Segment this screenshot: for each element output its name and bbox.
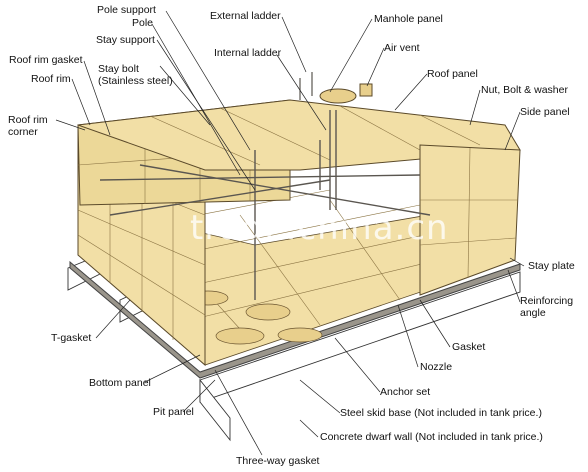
label-side-panel: Side panel: [520, 106, 570, 118]
label-manhole-panel: Manhole panel: [374, 13, 443, 25]
label-bottom-panel: Bottom panel: [89, 377, 151, 389]
label-external-ladder: External ladder: [210, 10, 281, 22]
right-wall-panels: [419, 147, 518, 279]
label-reinforcing-angle: Reinforcing angle: [520, 295, 574, 319]
label-internal-ladder: Internal ladder: [214, 47, 282, 59]
label-roof-rim-gasket: Roof rim gasket: [9, 54, 83, 66]
label-air-vent: Air vent: [384, 42, 420, 54]
manhole: [319, 88, 357, 104]
air-vent: [359, 83, 373, 97]
label-pole: Pole: [132, 17, 154, 29]
label-pole-support: Pole support: [97, 4, 156, 16]
label-gasket: Gasket: [452, 341, 486, 353]
label-concrete-dwarf-wall: Concrete dwarf wall (Not included in tan…: [320, 431, 543, 443]
external-ladder: [299, 72, 313, 100]
label-stay-support: Stay support: [96, 34, 155, 46]
label-stay-plate: Stay plate: [528, 260, 575, 272]
label-roof-rim: Roof rim: [31, 73, 71, 85]
internal-stays: [99, 110, 431, 300]
label-pit-panel: Pit panel: [153, 406, 194, 418]
label-stay-bolt: Stay bolt (Stainless steel): [98, 63, 173, 87]
label-t-gasket: T-gasket: [51, 332, 92, 344]
label-three-way-gasket: Three-way gasket: [236, 455, 320, 467]
steel-skid-base: [69, 260, 521, 379]
leader-lines: [55, 10, 525, 456]
label-nut-bolt-washer: Nut, Bolt & washer: [481, 84, 568, 96]
pit-panels: [187, 290, 323, 345]
label-nozzle: Nozzle: [420, 361, 453, 373]
label-roof-panel: Roof panel: [427, 68, 478, 80]
watermark: trade.china.cn: [190, 208, 449, 248]
label-steel-skid-base: Steel skid base (Not included in tank pr…: [340, 407, 542, 419]
roof-panels: [149, 105, 481, 166]
label-anchor-set: Anchor set: [380, 386, 431, 398]
label-roof-rim-corner: Roof rim corner: [8, 114, 48, 138]
